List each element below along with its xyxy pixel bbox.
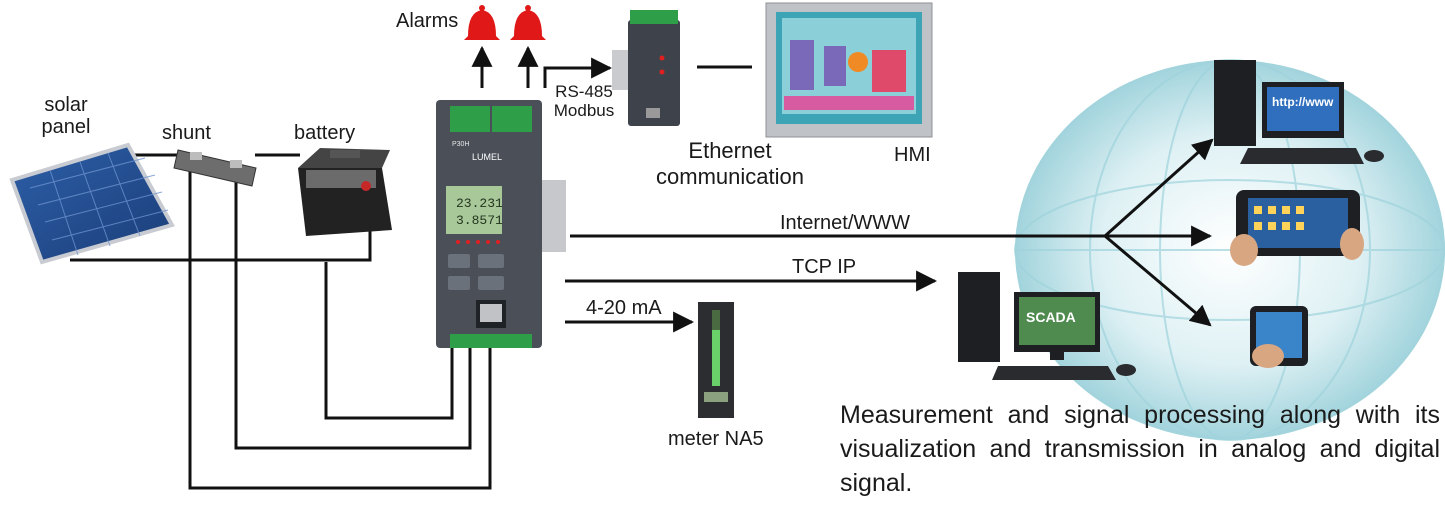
battery-image [298, 148, 392, 236]
p30h-transducer-image [436, 100, 566, 348]
smartphone-image [1250, 306, 1308, 368]
alarm-bell-icon [464, 5, 546, 40]
hmi-label: HMI [894, 144, 931, 166]
internet-computer-image [1214, 60, 1384, 164]
wiring [70, 65, 752, 490]
ethernet-communication-label: Ethernet communication [656, 138, 804, 189]
shunt-image [173, 149, 257, 187]
solar-panel-label: solar panel [41, 94, 91, 138]
lcd-line-2: 3.8571 [456, 213, 503, 228]
signal-arrows [471, 45, 1214, 333]
device-brand-label: LUMEL [472, 152, 502, 162]
browser-url-text: http://www [1272, 95, 1334, 109]
scada-screen-label: SCADA [1026, 309, 1076, 325]
description-caption: Measurement and signal processing along … [840, 401, 1440, 497]
meter-na5-label: meter NA5 [668, 428, 764, 450]
tablet-image [1230, 190, 1364, 266]
device-model-label: P30H [452, 141, 470, 148]
lcd-line-1: 23.231 [456, 196, 503, 211]
shunt-label: shunt [162, 122, 211, 144]
rs485-modbus-label: RS-485 Modbus [553, 82, 615, 120]
internet-www-label: Internet/WWW [780, 212, 911, 234]
current-loop-label: 4-20 mA [586, 297, 662, 319]
tcp-ip-label: TCP IP [792, 256, 857, 278]
hmi-panel-image [765, 2, 933, 138]
battery-label: battery [294, 122, 356, 144]
alarms-label: Alarms [396, 10, 459, 32]
solar-panel-image [9, 142, 175, 265]
scada-computer-image [958, 272, 1136, 380]
meter-na5-image [698, 302, 734, 418]
ethernet-module-image [612, 10, 680, 126]
